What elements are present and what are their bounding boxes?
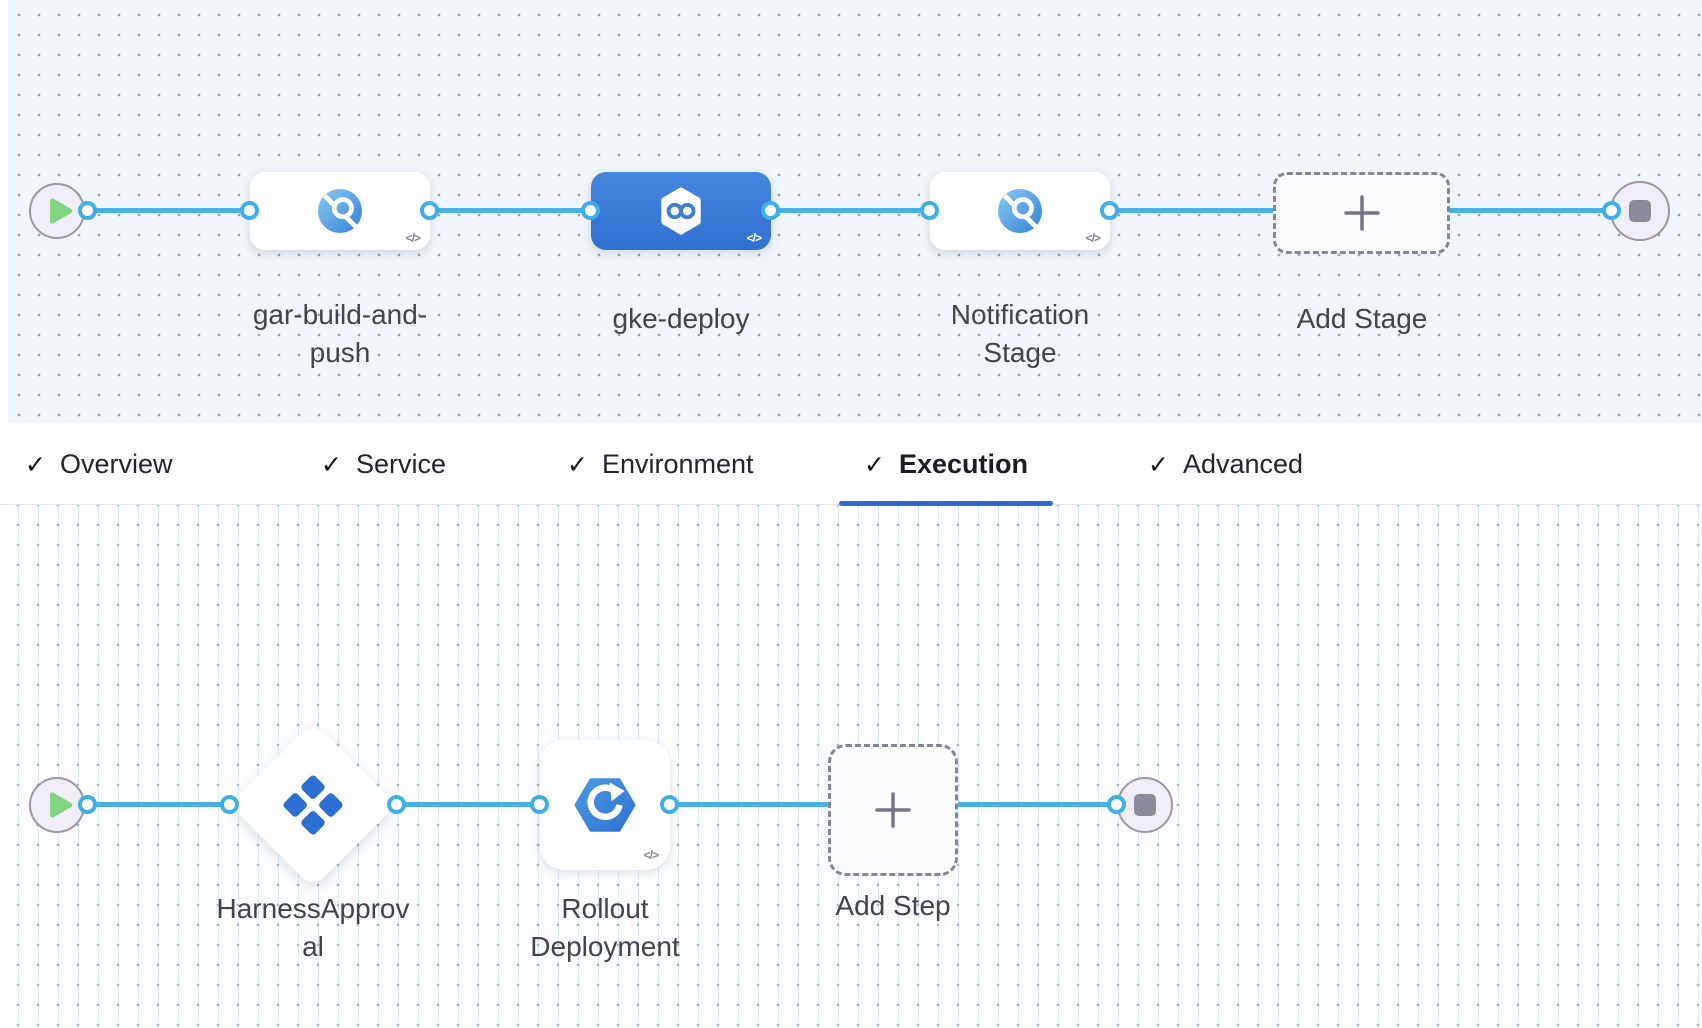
code-badge: </> [746,231,762,245]
connector-endpoint [1602,201,1621,220]
ci-stage-icon [997,188,1043,234]
check-icon: ✓ [25,449,46,479]
tab-service[interactable]: ✓ Service [296,423,471,505]
play-icon [50,198,73,224]
stage-card-notification-stage[interactable]: </> [930,172,1110,250]
check-icon: ✓ [1148,449,1169,479]
canvas-left-gutter [0,0,8,423]
stage-connector-line [57,208,1640,213]
tab-environment[interactable]: ✓ Environment [542,423,779,505]
ci-stage-icon [317,188,363,234]
connector-endpoint [420,201,439,220]
stage-label: Notification Stage [950,299,1090,368]
code-badge: </> [643,848,659,862]
code-badge: </> [1085,231,1101,245]
tab-overview[interactable]: ✓ Overview [0,423,197,505]
stage-pipeline-canvas: </> gar-build-and- push </> gke-deploy <… [0,0,1702,423]
tab-label: Service [355,448,446,479]
connector-endpoint [1100,201,1119,220]
add-stage-label: Add Stage [1296,303,1428,334]
tab-label: Execution [898,448,1028,479]
approval-icon [283,775,343,835]
check-icon: ✓ [567,449,588,479]
connector-endpoint [761,201,780,220]
add-stage-button[interactable] [1273,172,1450,254]
connector-endpoint [581,201,600,220]
canvas-left-gutter [0,505,8,1028]
check-icon: ✓ [864,449,885,479]
stage-label: gke-deploy [612,303,750,334]
tab-label: Environment [601,448,754,479]
connector-endpoint [78,201,97,220]
add-step-label: Add Step [835,890,951,921]
execution-start-node [29,777,85,833]
step-label: HarnessApprov al [216,893,410,962]
stage-card-gke-deploy[interactable]: </> [591,172,771,250]
connector-endpoint [78,795,97,814]
connector-endpoint [660,795,679,814]
stage-label: gar-build-and- push [252,299,428,368]
execution-steps-canvas: HarnessApprov al </> Rollout Deployment … [0,505,1702,1028]
play-icon [50,792,73,818]
connector-endpoint [220,795,239,814]
stop-icon [1629,200,1651,222]
tab-execution[interactable]: ✓ Execution [839,423,1053,506]
step-label: Rollout Deployment [530,893,680,962]
gke-icon [574,778,636,832]
plus-icon [1343,195,1380,231]
connector-endpoint [920,201,939,220]
stop-icon [1134,794,1156,816]
cd-stage-icon [661,187,701,235]
stage-card-gar-build-and-push[interactable]: </> [250,172,430,250]
connector-endpoint [240,201,259,220]
connector-endpoint [387,795,406,814]
step-node-rollout-deployment[interactable]: </> [540,740,670,870]
add-step-button[interactable] [828,744,958,876]
connector-endpoint [530,795,549,814]
tab-label: Advanced [1182,448,1304,479]
tab-advanced[interactable]: ✓ Advanced [1123,423,1328,505]
plus-icon [875,792,911,828]
pipeline-start-node [29,183,85,239]
stage-config-tabbar: ✓ Overview ✓ Service ✓ Environment ✓ Exe… [0,423,1702,506]
connector-endpoint [1107,795,1126,814]
check-icon: ✓ [321,449,342,479]
code-badge: </> [405,231,421,245]
tab-label: Overview [59,448,173,479]
